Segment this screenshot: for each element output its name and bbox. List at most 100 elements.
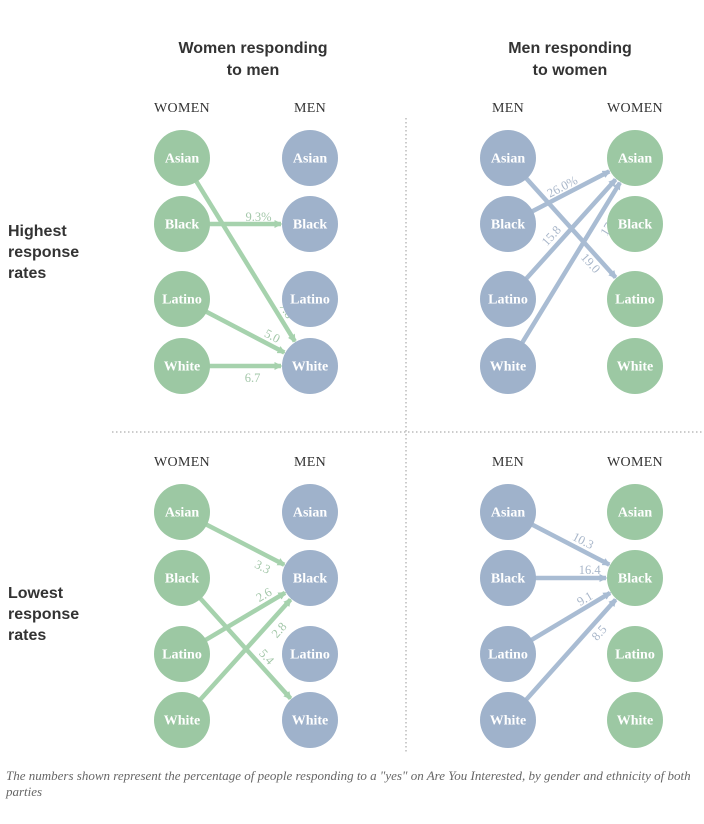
node-label: Latino xyxy=(162,648,202,663)
node-label: Black xyxy=(293,218,327,233)
panel-top-left: WOMENMEN9.3%7.85.06.7AsianBlackLatinoWhi… xyxy=(154,101,338,394)
node-label: Latino xyxy=(488,293,528,308)
node-label: White xyxy=(164,360,201,375)
node-label: Latino xyxy=(488,648,528,663)
panel-bottom-left-node-men-latino: Latino xyxy=(282,626,338,682)
panel-bottom-right-value-black-to-black: 16.4 xyxy=(579,563,602,577)
node-circle xyxy=(480,271,536,327)
panel-bottom-left-arrow-latino-to-black xyxy=(201,590,287,644)
row-title-top: Highest response rates xyxy=(8,223,79,282)
node-label: Asian xyxy=(618,506,652,521)
row-title-bottom-line2: response xyxy=(8,606,79,623)
node-circle xyxy=(480,484,536,540)
node-label: Asian xyxy=(165,506,199,521)
node-label: Latino xyxy=(162,293,202,308)
row-title-top-line3: rates xyxy=(8,265,46,282)
column-title-right-line2: to women xyxy=(533,62,608,79)
panel-bottom-left-arrow-asian-to-black xyxy=(202,520,286,567)
node-circle xyxy=(154,626,210,682)
panel-top-right-header-women: WOMEN xyxy=(607,101,663,116)
node-circle xyxy=(480,196,536,252)
node-label: Latino xyxy=(290,648,330,663)
panel-top-left-arrow-asian-to-white xyxy=(192,177,297,343)
node-circle xyxy=(607,271,663,327)
node-label: Latino xyxy=(615,648,655,663)
column-title-left-line1: Women responding xyxy=(178,40,327,57)
node-label: Asian xyxy=(293,506,327,521)
node-label: Asian xyxy=(491,506,525,521)
node-label: Black xyxy=(491,572,525,587)
node-circle xyxy=(607,196,663,252)
panel-top-right-node-women-white: White xyxy=(607,338,663,394)
panel-bottom-right-node-women-latino: Latino xyxy=(607,626,663,682)
node-circle xyxy=(480,550,536,606)
panel-top-left-node-men-black: Black xyxy=(282,196,338,252)
panel-top-right-value-asian-to-latino: 19.0 xyxy=(578,250,603,276)
panel-top-left-node-women-white: White xyxy=(154,338,210,394)
node-label: Asian xyxy=(293,152,327,167)
node-circle xyxy=(607,338,663,394)
node-label: Black xyxy=(618,218,652,233)
column-title-right-line1: Men responding xyxy=(508,40,632,57)
panel-bottom-right-node-women-black: Black xyxy=(607,550,663,606)
node-circle xyxy=(154,484,210,540)
panel-bottom-right-header-men: MEN xyxy=(492,455,524,470)
node-label: Asian xyxy=(618,152,652,167)
panel-top-left-node-men-latino: Latino xyxy=(282,271,338,327)
panel-top-right-node-women-black: Black xyxy=(607,196,663,252)
panel-top-left-value-latino-to-white: 5.0 xyxy=(262,326,282,346)
caption: The numbers shown represent the percenta… xyxy=(6,768,691,799)
panel-top-right-arrow-latino-to-asian xyxy=(522,178,618,283)
node-label: White xyxy=(490,714,527,729)
panel-top-left-arrow-latino-to-white xyxy=(202,308,286,355)
panel-bottom-left-value-latino-to-black: 2.6 xyxy=(254,585,275,605)
panel-top-left-node-women-black: Black xyxy=(154,196,210,252)
panel-bottom-right-value-latino-to-black: 9.1 xyxy=(575,589,596,609)
panel-bottom-right-arrow-white-to-black xyxy=(522,598,618,704)
panel-bottom-left-node-women-latino: Latino xyxy=(154,626,210,682)
panel-top-right-node-men-latino: Latino xyxy=(480,271,536,327)
panel-bottom-right-arrow-asian-to-black xyxy=(528,521,611,567)
panel-top-right-node-men-asian: Asian xyxy=(480,130,536,186)
node-label: Asian xyxy=(491,152,525,167)
node-label: White xyxy=(617,360,654,375)
panel-bottom-left-header-women: WOMEN xyxy=(154,455,210,470)
node-circle xyxy=(282,550,338,606)
panel-bottom-left-node-women-white: White xyxy=(154,692,210,748)
panel-top-left-node-men-white: White xyxy=(282,338,338,394)
node-circle xyxy=(282,271,338,327)
node-circle xyxy=(154,196,210,252)
node-circle xyxy=(282,338,338,394)
panel-top-right-header-men: MEN xyxy=(492,101,524,116)
panel-bottom-right-node-women-white: White xyxy=(607,692,663,748)
panel-bottom-left-value-asian-to-black: 3.3 xyxy=(252,557,272,577)
panel-top-right-value-latino-to-asian: 15.8 xyxy=(539,223,564,249)
node-circle xyxy=(154,338,210,394)
column-title-left-line2: to men xyxy=(227,62,279,79)
node-circle xyxy=(154,692,210,748)
node-circle xyxy=(607,484,663,540)
panel-bottom-left-node-men-black: Black xyxy=(282,550,338,606)
panel-top-left-value-white-to-white: 6.7 xyxy=(245,371,261,385)
node-label: Black xyxy=(165,218,199,233)
panel-bottom-right-node-women-asian: Asian xyxy=(607,484,663,540)
row-title-bottom-line1: Lowest xyxy=(8,585,64,602)
panel-top-right-arrow-asian-to-latino xyxy=(522,174,618,279)
node-circle xyxy=(282,196,338,252)
column-title-left: Women responding to men xyxy=(178,40,327,79)
node-label: Black xyxy=(165,572,199,587)
panel-top-right-node-men-black: Black xyxy=(480,196,536,252)
node-label: White xyxy=(490,360,527,375)
row-title-top-line1: Highest xyxy=(8,223,67,240)
node-label: White xyxy=(617,714,654,729)
node-circle xyxy=(282,626,338,682)
panel-bottom-right-node-men-white: White xyxy=(480,692,536,748)
node-circle xyxy=(282,692,338,748)
node-circle xyxy=(282,130,338,186)
panel-bottom-left-arrow-black-to-white xyxy=(196,594,293,700)
node-circle xyxy=(480,626,536,682)
panel-bottom-right-header-women: WOMEN xyxy=(607,455,663,470)
panel-bottom-left-node-men-white: White xyxy=(282,692,338,748)
